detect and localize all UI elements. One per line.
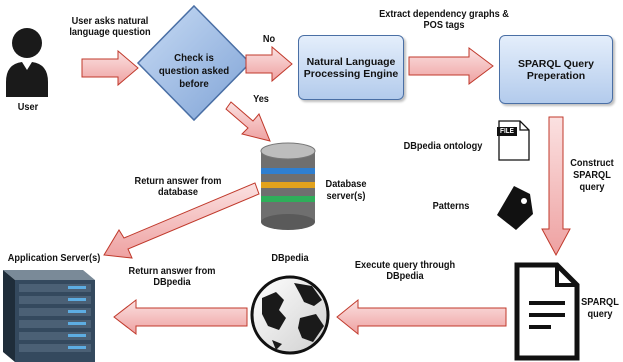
app-server-label: Application Server(s) [7,253,101,264]
edge-label-no: No [262,34,276,45]
document-icon [514,262,580,361]
edge-label-user-asks: User asks natural language question [69,16,151,38]
arrow-database-to-app-server [103,182,260,259]
arrow-check-to-database [225,101,271,142]
resource-label-patterns: Patterns [432,201,470,212]
sparql-prep-box: SPARQL Query Preperation [499,35,613,104]
nlp-engine-box: Natural Language Processing Engine [298,35,404,100]
edge-label-construct: Construct SPARQL query [570,158,614,193]
server-rack-icon [3,270,95,362]
file-icon [497,120,530,161]
database-label: Database server(s) [325,179,367,202]
arrow-prep-to-query [541,116,571,257]
edge-label-execute: Execute query through DBpedia [354,260,456,282]
resource-label-ontology: DBpedia ontology [403,141,483,152]
database-icon [260,142,316,230]
arrow-dbpedia-to-app-server [113,298,248,336]
arrow-nlp-to-sparql-prep [408,47,494,85]
edge-label-extract: Extract dependency graphs & POS tags [379,9,509,31]
user-label: User [17,102,39,113]
arrow-query-to-dbpedia [336,298,507,336]
edge-label-return-dbpedia: Return answer from DBpedia [128,266,216,288]
arrow-check-to-nlp [245,45,293,83]
edge-label-yes: Yes [253,94,269,105]
dbpedia-label: DBpedia [271,253,309,264]
tag-icon [497,186,533,230]
user-icon [6,28,48,97]
globe-icon [250,275,330,355]
arrow-user-to-check [81,49,139,87]
check-label: Check is question asked before [158,52,230,90]
check-decision-diamond [136,4,252,122]
file-icon-text: FILE [500,128,514,135]
sparql-query-label: SPARQL query [581,297,619,320]
edge-label-return-db: Return answer from database [134,176,222,198]
